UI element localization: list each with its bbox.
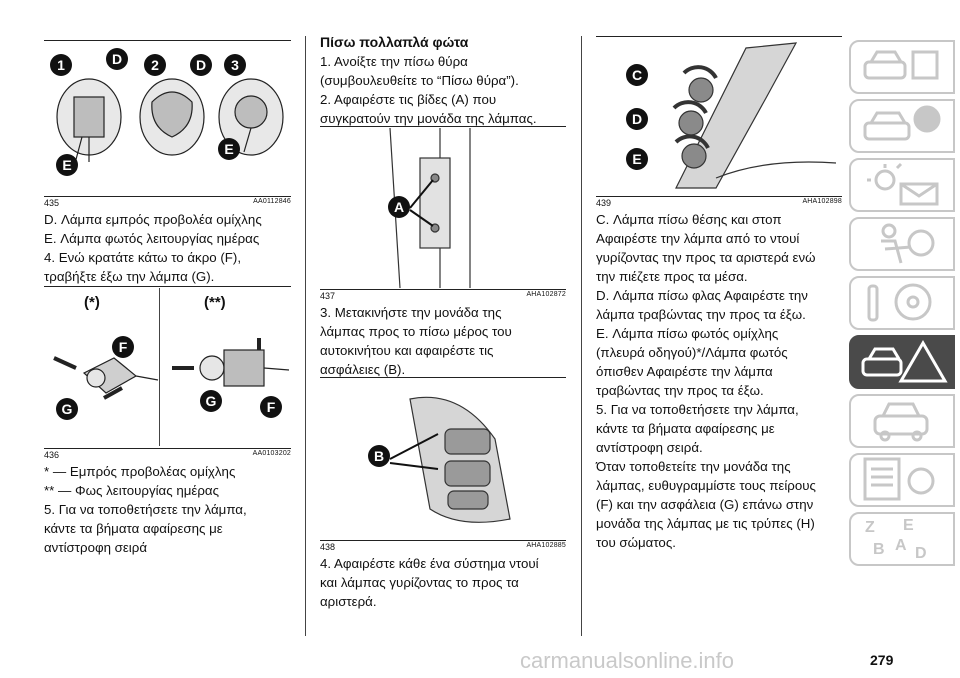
figure-rule bbox=[44, 448, 291, 449]
figure-439: C D E bbox=[596, 38, 842, 194]
figure-number: 439 bbox=[596, 198, 612, 208]
col3-text: C. Λάμπα πίσω θέσης και στοπ Αφαιρέστε τ… bbox=[596, 212, 816, 550]
watermark: carmanualsonline.info bbox=[520, 648, 735, 673]
figure-436: (*) (**) F G G F bbox=[44, 288, 291, 446]
figure-code: AA0112846 bbox=[253, 198, 291, 205]
figure-caption-439: 439 AHA102898 bbox=[596, 198, 842, 208]
figure-divider bbox=[159, 288, 160, 446]
marker-2: 2 bbox=[144, 54, 166, 76]
figure-435: 1 D 2 D 3 E E bbox=[44, 42, 291, 194]
tab-maintenance[interactable] bbox=[849, 394, 955, 448]
figure-rule bbox=[44, 196, 291, 197]
tab-emergency[interactable] bbox=[849, 335, 955, 389]
svg-text:D: D bbox=[915, 545, 927, 562]
key-steering-wheel-icon bbox=[867, 283, 932, 322]
tab-driving[interactable] bbox=[849, 276, 955, 330]
figure-caption-436: 436 AA0103202 bbox=[44, 450, 291, 460]
marker-D: D bbox=[190, 54, 212, 76]
figure-rule bbox=[320, 540, 566, 541]
svg-text:E: E bbox=[903, 517, 914, 534]
svg-text:Z: Z bbox=[865, 519, 875, 536]
tab-info[interactable] bbox=[849, 99, 955, 153]
marker-G: G bbox=[56, 398, 78, 420]
specs-gear-icon bbox=[863, 457, 935, 501]
col1-text-1: D. Λάμπα εμπρός προβολέα ομίχλης E. Λάμπ… bbox=[44, 212, 262, 284]
marker-D: D bbox=[106, 48, 128, 70]
marker-F: F bbox=[112, 336, 134, 358]
figure-rule bbox=[44, 286, 291, 287]
column-divider bbox=[305, 36, 306, 636]
svg-text:A: A bbox=[895, 537, 907, 554]
marker-A: A bbox=[388, 196, 410, 218]
col1-text-2: * — Εμπρός προβολέας ομίχλης ** — Φως λε… bbox=[44, 464, 247, 555]
figure-number: 435 bbox=[44, 198, 60, 208]
figure-caption-438: 438 AHA102885 bbox=[320, 542, 566, 552]
figure-code: AA0103202 bbox=[252, 450, 291, 457]
bulb-removal-illustration bbox=[53, 338, 290, 400]
tab-safety[interactable] bbox=[849, 217, 955, 271]
rear-lamp-sockets-illustration bbox=[672, 42, 837, 189]
page-number: 279 bbox=[870, 652, 894, 668]
figure-code: AHA102885 bbox=[526, 542, 566, 549]
lamp-unit-clips-illustration bbox=[389, 396, 511, 523]
figure-number: 436 bbox=[44, 450, 60, 460]
top-rule-col3 bbox=[596, 36, 842, 37]
section-heading: Πίσω πολλαπλά φώτα bbox=[320, 34, 469, 50]
col2-text-3: 4. Αφαιρέστε κάθε ένα σύστημα ντουί και … bbox=[320, 556, 539, 609]
marker-3: 3 bbox=[224, 54, 246, 76]
car-dashboard-icon bbox=[863, 50, 939, 80]
marker-F: F bbox=[260, 396, 282, 418]
marker-E: E bbox=[56, 154, 78, 176]
car-info-icon bbox=[863, 105, 941, 141]
marker-D: D bbox=[626, 108, 648, 130]
figure-rule bbox=[320, 289, 566, 290]
figure-437: A bbox=[320, 127, 566, 289]
car-service-icon bbox=[873, 402, 929, 442]
marker-E: E bbox=[626, 148, 648, 170]
col2-text-2: 3. Μετακινήστε την μονάδα της λάμπας προ… bbox=[320, 305, 512, 377]
figure-rule bbox=[320, 126, 566, 127]
marker-1: 1 bbox=[50, 54, 72, 76]
tab-dashboard[interactable] bbox=[849, 40, 955, 94]
seat-airbag-icon bbox=[881, 223, 935, 264]
figure-caption-435: 435 AA0112846 bbox=[44, 198, 291, 208]
marker-C: C bbox=[626, 64, 648, 86]
tailgate-screws-illustration bbox=[389, 127, 471, 289]
headlamp-bulbs-illustration bbox=[56, 78, 284, 168]
light-envelope-icon bbox=[867, 162, 939, 206]
figure-number: 438 bbox=[320, 542, 336, 552]
marker-B: B bbox=[368, 445, 390, 467]
car-warning-triangle-icon bbox=[861, 340, 948, 383]
figure-code: AHA102898 bbox=[802, 198, 842, 205]
tab-specifications[interactable] bbox=[849, 453, 955, 507]
svg-text:B: B bbox=[873, 541, 885, 558]
column-divider bbox=[581, 36, 582, 636]
label-fog-lamp: (*) bbox=[84, 294, 100, 311]
col2-text-1: 1. Ανοίξτε την πίσω θύρα (συμβουλευθείτε… bbox=[320, 54, 537, 126]
figure-caption-437: 437 AHA102872 bbox=[320, 291, 566, 301]
figure-438: B bbox=[320, 379, 566, 539]
tab-lights[interactable] bbox=[849, 158, 955, 212]
label-drl: (**) bbox=[204, 294, 226, 311]
marker-E: E bbox=[218, 138, 240, 160]
figure-rule bbox=[596, 196, 842, 197]
figure-number: 437 bbox=[320, 291, 336, 301]
figure-code: AHA102872 bbox=[526, 291, 566, 298]
figure-rule bbox=[320, 377, 566, 378]
marker-G: G bbox=[200, 390, 222, 412]
top-rule-col1 bbox=[44, 40, 291, 41]
